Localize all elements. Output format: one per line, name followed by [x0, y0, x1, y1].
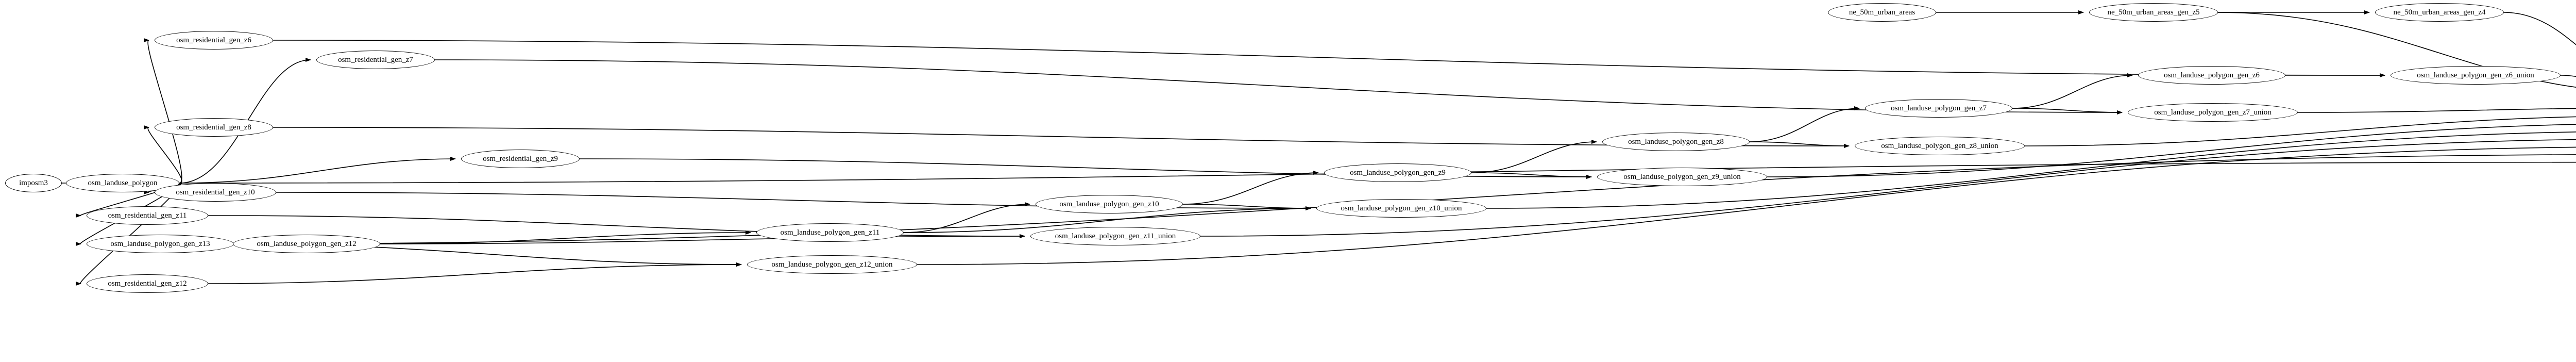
graph-node-label: osm_residential_gen_z6 [176, 36, 251, 44]
graph-node-label: osm_landuse_polygon_gen_z9_union [1623, 172, 1741, 181]
graph-node-osm_landuse_polygon_gen_z11_union[interactable]: osm_landuse_polygon_gen_z11_union [1030, 227, 1200, 245]
graph-node-label: osm_residential_gen_z12 [108, 279, 187, 288]
graph-node-osm_residential_gen_z8[interactable]: osm_residential_gen_z8 [155, 118, 273, 137]
graph-edge [1749, 106, 1860, 142]
graph-node-label: imposm3 [19, 178, 48, 187]
graph-node-label: osm_landuse_polygon_gen_z12_union [771, 260, 893, 269]
graph-node-label: osm_landuse_polygon_gen_z7 [1891, 104, 1987, 112]
graph-edge [380, 231, 751, 244]
graph-edge [179, 157, 456, 184]
graph-node-label: osm_landuse_polygon_gen_z11_union [1055, 232, 1176, 240]
graph-node-imposm3[interactable]: imposm3 [5, 174, 62, 192]
graph-edge [2503, 12, 2576, 45]
graph-node-ne_50m_urban_areas_gen_z4[interactable]: ne_50m_urban_areas_gen_z4 [2375, 3, 2504, 22]
graph-node-osm_landuse_polygon_gen_z6_union[interactable]: osm_landuse_polygon_gen_z6_union [2391, 66, 2561, 85]
graph-node-osm_landuse_polygon_gen_z12_union[interactable]: osm_landuse_polygon_gen_z12_union [747, 255, 917, 274]
graph-edge [434, 59, 2123, 114]
graph-edge [273, 127, 1850, 148]
graph-node-osm_residential_gen_z6[interactable]: osm_residential_gen_z6 [155, 31, 273, 50]
graph-edge [1182, 171, 1319, 205]
graph-node-label: osm_landuse_polygon_gen_z10_union [1341, 204, 1462, 212]
graph-node-label: ne_50m_urban_areas_gen_z4 [2393, 8, 2486, 17]
graph-node-label: osm_landuse_polygon_gen_z10 [1059, 200, 1159, 208]
graph-node-osm_landuse_polygon_gen_z11[interactable]: osm_landuse_polygon_gen_z11 [756, 223, 904, 242]
graph-node-label: osm_residential_gen_z10 [176, 188, 255, 196]
graph-edge [2560, 75, 2576, 77]
graph-edge [273, 40, 2385, 77]
graph-node-label: osm_landuse_polygon_gen_z11 [780, 228, 880, 237]
graph-node-label: osm_landuse_polygon_gen_z6 [2164, 71, 2260, 79]
graph-edge [903, 202, 1030, 233]
graph-node-label: osm_residential_gen_z7 [338, 55, 413, 64]
graph-node-ne_50m_urban_areas_gen_z5[interactable]: ne_50m_urban_areas_gen_z5 [2089, 3, 2218, 22]
graph-node-osm_landuse_polygon_gen_z6[interactable]: osm_landuse_polygon_gen_z6 [2138, 66, 2285, 85]
graph-node-ne_50m_urban_areas[interactable]: ne_50m_urban_areas [1828, 3, 1936, 22]
graph-edge [1200, 139, 2576, 237]
graph-edge [2024, 116, 2576, 146]
graph-edge [1182, 204, 1311, 210]
graph-edge [143, 38, 182, 184]
graph-node-osm_residential_gen_z11[interactable]: osm_residential_gen_z11 [87, 206, 208, 225]
graph-node-label: ne_50m_urban_areas_gen_z5 [2107, 8, 2200, 17]
graph-node-label: osm_residential_gen_z8 [176, 123, 251, 131]
graph-edge [1767, 124, 2576, 177]
graph-node-label: osm_landuse_polygon_gen_z12 [257, 239, 357, 248]
graph-node-label: osm_residential_gen_z11 [108, 211, 187, 220]
graph-node-osm_landuse_polygon_gen_z10[interactable]: osm_landuse_polygon_gen_z10 [1036, 195, 1183, 213]
graph-edge [233, 154, 2576, 244]
graph-node-osm_residential_gen_z12[interactable]: osm_residential_gen_z12 [87, 274, 208, 293]
graph-node-osm_residential_gen_z9[interactable]: osm_residential_gen_z9 [461, 150, 580, 168]
graph-node-osm_landuse_polygon_gen_z9[interactable]: osm_landuse_polygon_gen_z9 [1324, 163, 1471, 182]
graph-edge [917, 146, 2576, 265]
graph-edge [1486, 131, 2576, 209]
graph-edge [143, 125, 182, 184]
graph-node-label: osm_landuse_polygon_gen_z13 [110, 239, 210, 248]
graph-node-label: osm_landuse_polygon_gen_z9 [1350, 168, 1446, 177]
graph-edge [208, 262, 742, 284]
graph-node-label: osm_landuse_polygon_gen_z8_union [1881, 141, 1998, 150]
graph-node-osm_landuse_polygon_gen_z7[interactable]: osm_landuse_polygon_gen_z7 [1865, 99, 2012, 118]
graph-node-osm_residential_gen_z10[interactable]: osm_residential_gen_z10 [155, 183, 276, 202]
graph-node-osm_landuse_polygon_gen_z7_union[interactable]: osm_landuse_polygon_gen_z7_union [2128, 103, 2298, 122]
graph-edge [2012, 73, 2133, 109]
graph-edge [380, 234, 1025, 244]
graph-edge [1749, 141, 1850, 148]
graph-node-label: osm_landuse_polygon [88, 178, 158, 187]
graph-node-label: ne_50m_urban_areas [1849, 8, 1916, 17]
graph-node-label: osm_landuse_polygon_gen_z7_union [2154, 108, 2272, 117]
graph-node-osm_landuse_polygon_gen_z9_union[interactable]: osm_landuse_polygon_gen_z9_union [1597, 168, 1767, 186]
graph-node-osm_landuse_polygon_gen_z13[interactable]: osm_landuse_polygon_gen_z13 [87, 235, 234, 253]
graph-node-label: osm_residential_gen_z9 [483, 154, 558, 163]
graph-node-label: osm_landuse_polygon_gen_z8 [1628, 137, 1724, 146]
graph-edge [75, 183, 181, 286]
graph-node-osm_residential_gen_z7[interactable]: osm_residential_gen_z7 [316, 51, 435, 69]
graph-edge [1471, 140, 1597, 173]
graph-edge [2217, 12, 2576, 88]
graph-node-label: osm_landuse_polygon_gen_z6_union [2417, 71, 2534, 79]
graph-node-osm_landuse_polygon_gen_z8[interactable]: osm_landuse_polygon_gen_z8 [1602, 133, 1750, 151]
graph-edge [2297, 108, 2576, 113]
graph-edge [903, 206, 1311, 233]
graph-node-osm_landuse_polygon_gen_z12[interactable]: osm_landuse_polygon_gen_z12 [233, 235, 380, 253]
graph-node-osm_landuse_polygon_gen_z10_union[interactable]: osm_landuse_polygon_gen_z10_union [1316, 199, 1486, 218]
graph-node-osm_landuse_polygon_gen_z8_union[interactable]: osm_landuse_polygon_gen_z8_union [1855, 137, 2025, 155]
